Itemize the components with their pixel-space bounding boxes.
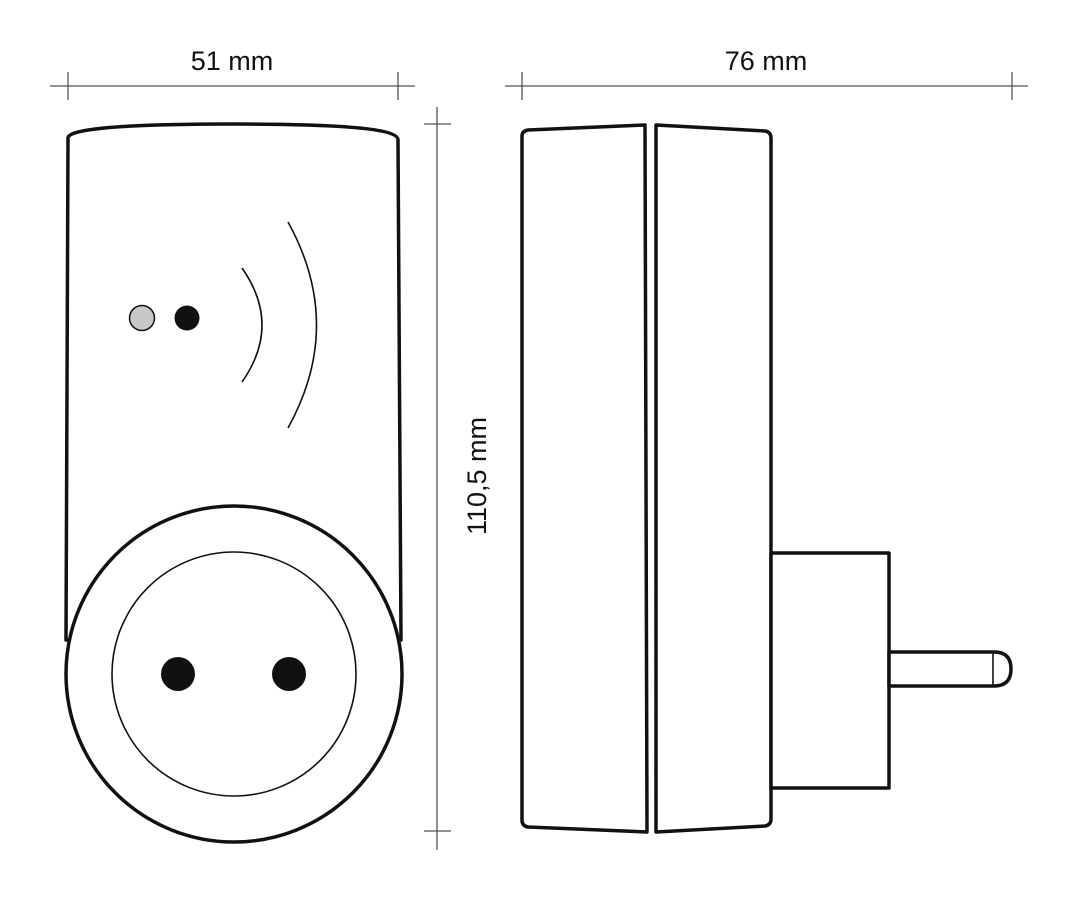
plug-pin <box>887 650 1013 688</box>
socket-outer-ring <box>64 504 404 844</box>
socket-pin-hole-left <box>161 657 195 691</box>
front-view <box>64 122 404 844</box>
control-button <box>174 305 200 331</box>
depth-label: 76 mm <box>725 46 808 76</box>
width-label: 51 mm <box>191 46 274 76</box>
width-dimension: 51 mm <box>50 46 415 100</box>
socket-pin-hole-right <box>272 657 306 691</box>
depth-dimension: 76 mm <box>505 46 1028 100</box>
side-view <box>520 123 1013 834</box>
plug-base <box>769 551 891 790</box>
wireless-signal-icon <box>241 221 318 429</box>
front-housing <box>64 122 403 642</box>
side-housing-front-section <box>520 123 649 834</box>
height-label: 110,5 mm <box>462 417 492 535</box>
side-housing-rear-section <box>654 123 773 834</box>
led-indicator <box>128 304 156 332</box>
height-dimension: 110,5 mm <box>424 107 492 850</box>
socket-face <box>111 551 357 797</box>
